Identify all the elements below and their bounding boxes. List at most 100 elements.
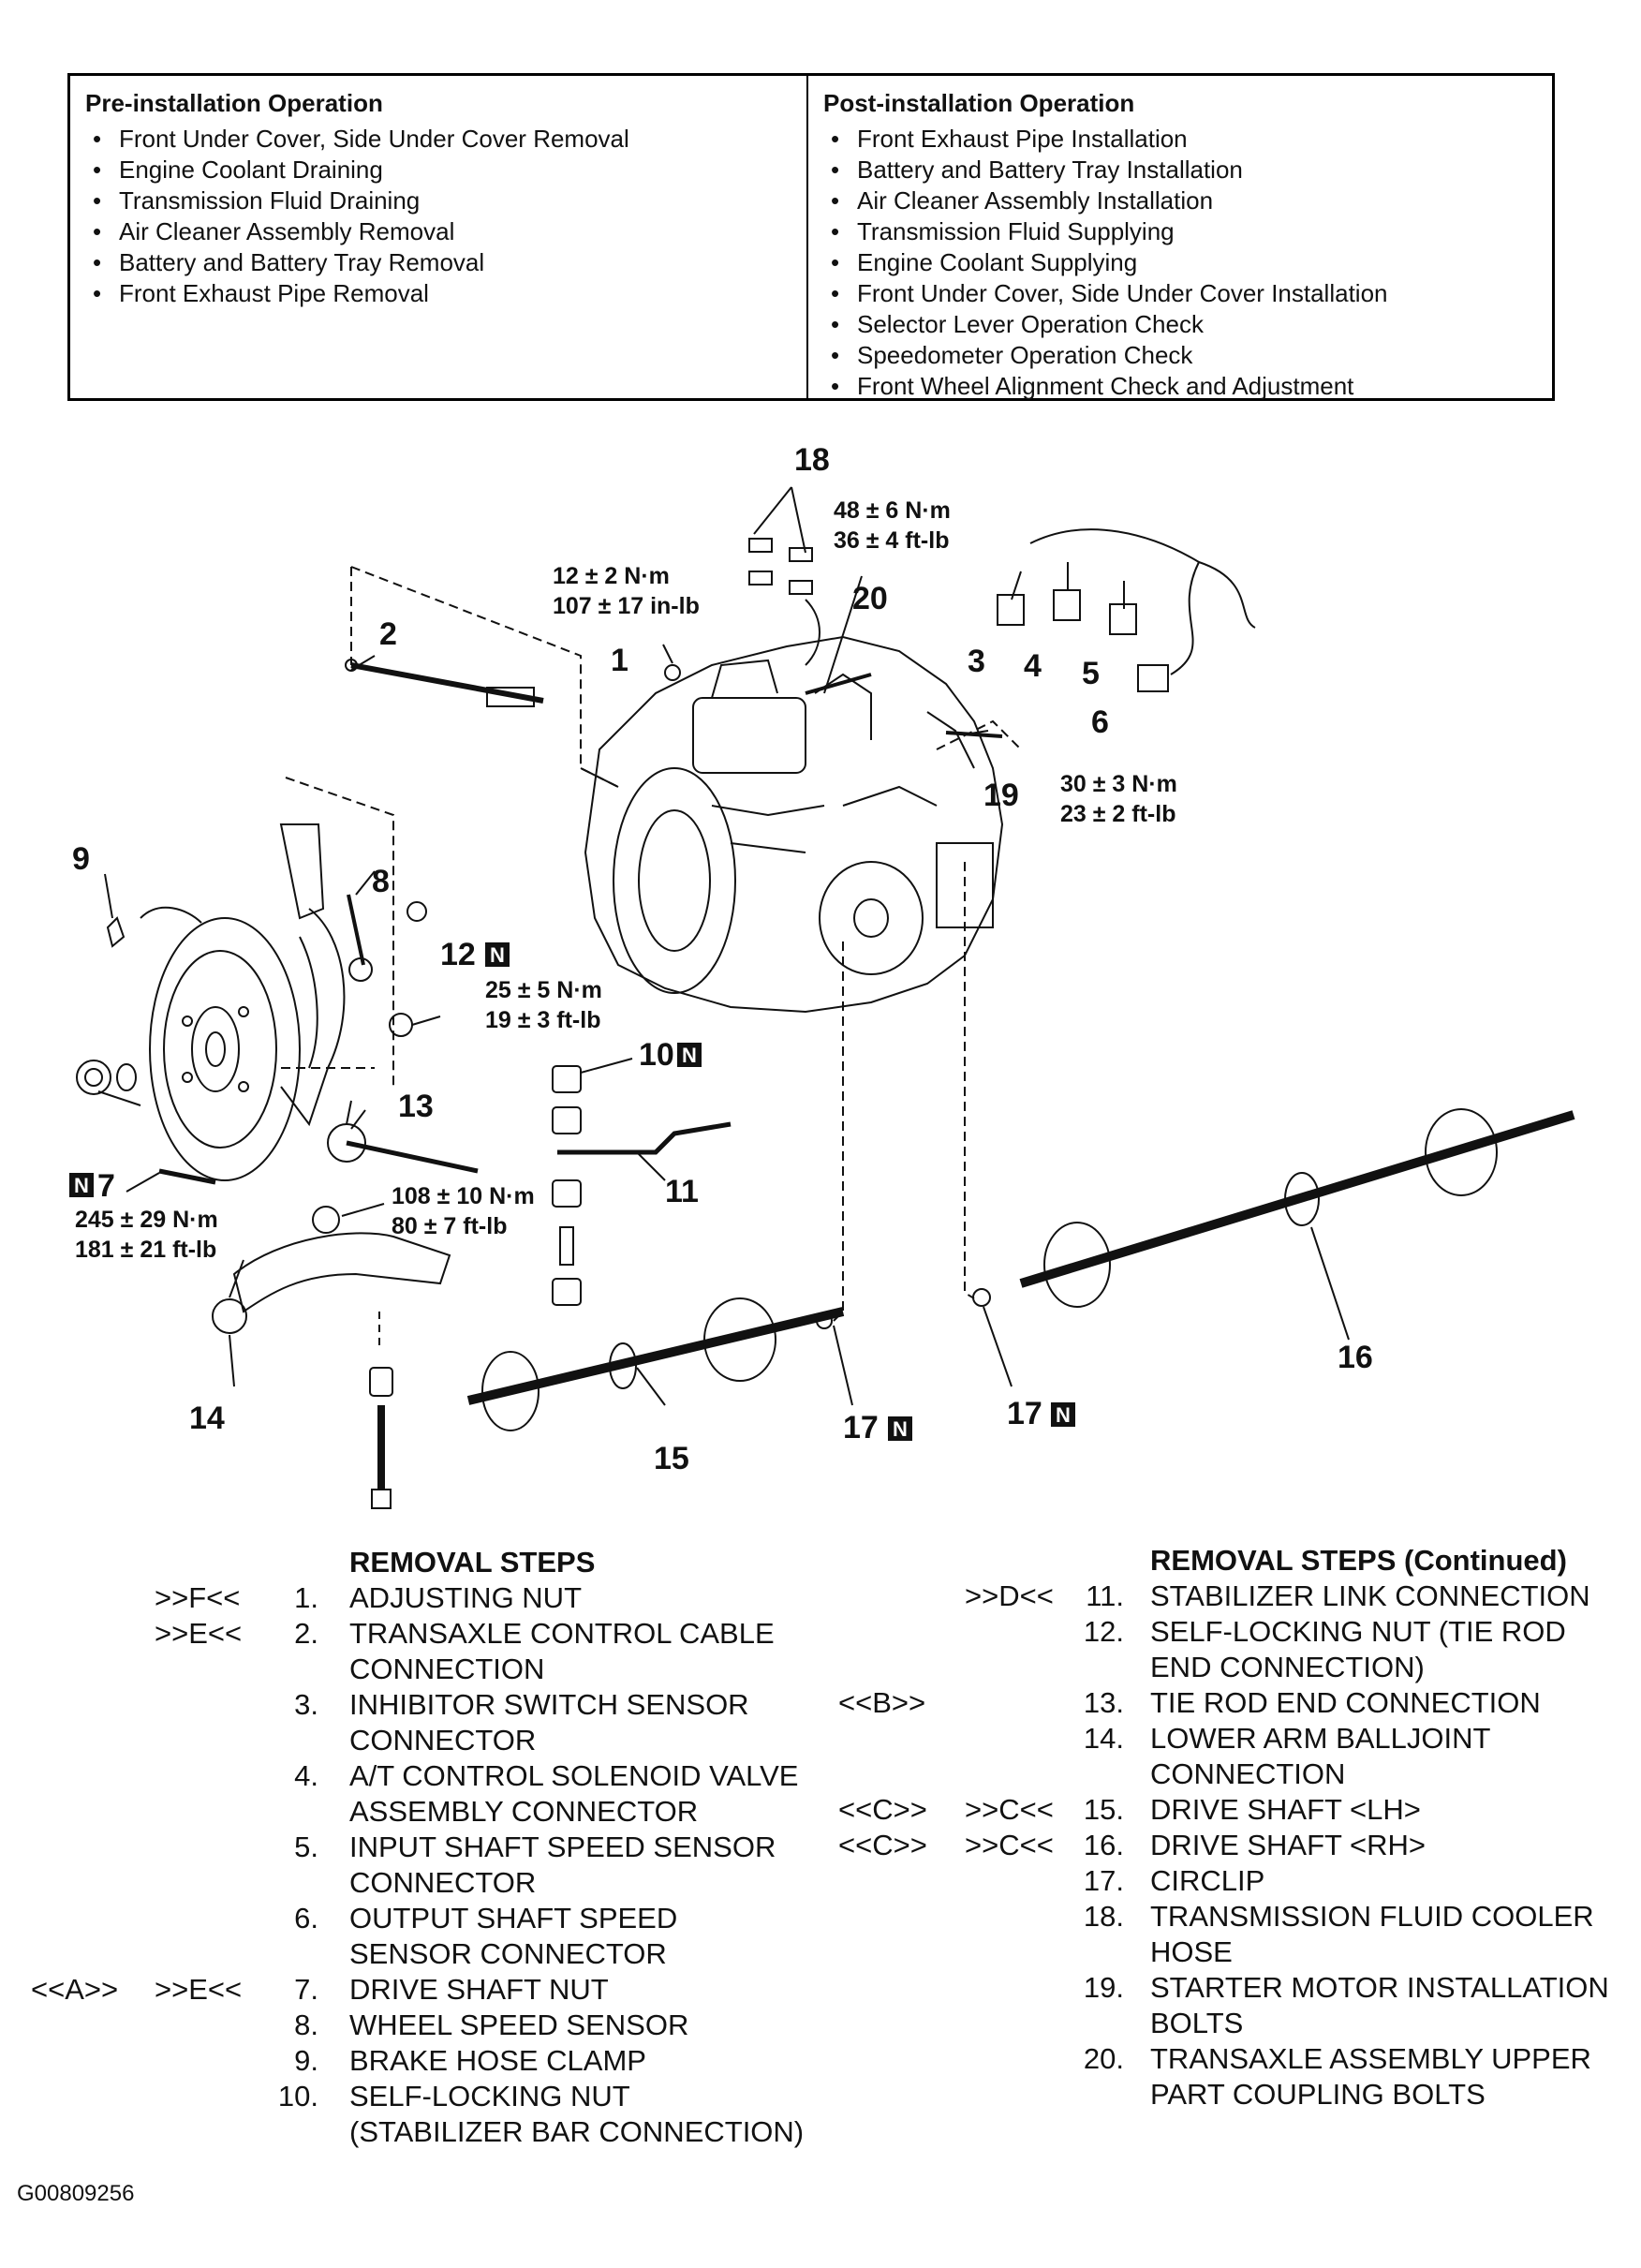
fluid-cooler-hoses [748, 538, 820, 666]
step-text: LOWER ARM BALLJOINT [1150, 1722, 1491, 1755]
pre-installation-heading: Pre-installation Operation [85, 89, 383, 117]
new-part-mark-17-rh: N [1051, 1402, 1075, 1427]
step-text: PART COUPLING BOLTS [1150, 2078, 1486, 2111]
connector-6-icon [1137, 664, 1169, 692]
callout-1: 1 [611, 643, 628, 678]
removal-steps: REMOVAL STEPS >>F<<1.ADJUSTING NUT>>E<<2… [0, 1546, 815, 2164]
list-item: Engine Coolant Draining [85, 155, 791, 185]
step-text: A/T CONTROL SOLENOID VALVE [349, 1759, 799, 1792]
callout-11: 11 [665, 1174, 699, 1209]
step-text: CONNECTOR [349, 1866, 537, 1899]
step-text: WHEEL SPEED SENSOR [349, 2009, 689, 2041]
step-number: 13. [1083, 1686, 1124, 1719]
callout-20: 20 [852, 581, 888, 616]
step-text: SELF-LOCKING NUT [349, 2080, 630, 2112]
step-number: 15. [1083, 1793, 1124, 1826]
list-item: Front Under Cover, Side Under Cover Remo… [85, 124, 791, 155]
step-text: INHIBITOR SWITCH SENSOR [349, 1688, 749, 1721]
pre-installation-column: Pre-installation Operation Front Under C… [70, 76, 808, 398]
callout-9: 9 [72, 841, 90, 877]
callout-15: 15 [654, 1441, 689, 1476]
step-number: 7. [294, 1973, 318, 2006]
step-text: TIE ROD END CONNECTION [1150, 1686, 1541, 1719]
step-text: CONNECTION [1150, 1757, 1346, 1790]
list-item: Front Exhaust Pipe Removal [85, 278, 791, 309]
step-text: BOLTS [1150, 2007, 1244, 2039]
leader-lines [97, 486, 1350, 1406]
step-number: 1. [294, 1581, 318, 1614]
step-text: SENSOR CONNECTOR [349, 1937, 667, 1970]
brake-hose-clamp [106, 906, 202, 948]
steering-knuckle-hub [149, 823, 346, 1181]
post-installation-heading: Post-installation Operation [823, 89, 1135, 117]
torque-1-imp: 107 ± 17 in-lb [553, 593, 700, 619]
step-install-ref: <<B>> [838, 1686, 926, 1719]
callout-6: 6 [1091, 704, 1109, 740]
torque-13-imp: 80 ± 7 ft-lb [392, 1213, 507, 1239]
step-text: CONNECTOR [349, 1724, 537, 1757]
new-part-mark-17-lh-label: N [893, 1417, 908, 1441]
transaxle-control-cable [345, 659, 544, 707]
list-item: Selector Lever Operation Check [823, 309, 1537, 340]
step-number: 3. [294, 1688, 318, 1721]
torque-1-nm: 12 ± 2 N·m [553, 563, 670, 589]
torque-13-nm: 108 ± 10 N·m [392, 1183, 535, 1209]
drive-shaft-lh [466, 1297, 845, 1431]
callout-2: 2 [379, 616, 397, 652]
step-text: ADJUSTING NUT [349, 1581, 582, 1614]
list-item: Air Cleaner Assembly Installation [823, 185, 1537, 216]
wheel-speed-sensor [347, 894, 427, 982]
step-text: END CONNECTION) [1150, 1651, 1425, 1683]
step-text: TRANSAXLE ASSEMBLY UPPER [1150, 2042, 1591, 2075]
step-install-ref: <<A>> [31, 1973, 119, 2006]
post-installation-column: Post-installation Operation Front Exhaus… [808, 76, 1552, 402]
step-number: 11. [1086, 1579, 1124, 1612]
torque-12-nm: 25 ± 5 N·m [485, 977, 602, 1003]
step-text: DRIVE SHAFT NUT [349, 1973, 609, 2006]
connector-3-icon [997, 594, 1025, 626]
step-text: TRANSAXLE CONTROL CABLE [349, 1617, 775, 1650]
step-number: 9. [294, 2044, 318, 2077]
torque-7-nm: 245 ± 29 N·m [75, 1207, 218, 1233]
step-text: STARTER MOTOR INSTALLATION [1150, 1971, 1609, 2004]
callout-18: 18 [794, 442, 830, 478]
step-removal-ref: >>D<< [965, 1579, 1054, 1612]
step-text: STABILIZER LINK CONNECTION [1150, 1579, 1590, 1612]
step-removal-ref: >>E<< [155, 1973, 243, 2006]
lower-arm [212, 1232, 451, 1509]
step-number: 5. [294, 1831, 318, 1863]
step-removal-ref: >>C<< [965, 1829, 1054, 1861]
step-text: BRAKE HOSE CLAMP [349, 2044, 646, 2077]
list-item: Speedometer Operation Check [823, 340, 1537, 371]
list-item: Air Cleaner Assembly Removal [85, 216, 791, 247]
step-number: 10. [277, 2080, 318, 2112]
callout-7: 7 [97, 1168, 115, 1204]
new-part-mark-17-rh-label: N [1056, 1403, 1071, 1427]
coupling-bolts [664, 664, 1003, 738]
stabilizer-link [552, 1065, 732, 1306]
callout-5: 5 [1082, 656, 1100, 691]
step-install-ref: <<C>> [838, 1793, 927, 1826]
post-installation-list: Front Exhaust Pipe Installation Battery … [823, 124, 1537, 402]
step-text: OUTPUT SHAFT SPEED [349, 1902, 678, 1934]
step-number: 16. [1083, 1829, 1124, 1861]
step-number: 14. [1083, 1722, 1124, 1755]
step-number: 4. [294, 1759, 318, 1792]
step-text: SELF-LOCKING NUT (TIE ROD [1150, 1615, 1566, 1648]
step-text: (STABILIZER BAR CONNECTION) [349, 2115, 805, 2148]
list-item: Battery and Battery Tray Installation [823, 155, 1537, 185]
callout-14: 14 [189, 1401, 225, 1436]
torque-19-imp: 23 ± 2 ft-lb [1060, 801, 1175, 827]
new-part-mark-17-lh: N [888, 1416, 912, 1441]
step-install-ref: <<C>> [838, 1829, 927, 1861]
step-number: 19. [1083, 1971, 1124, 2004]
list-item: Battery and Battery Tray Removal [85, 247, 791, 278]
drive-shaft-nut [76, 1060, 216, 1185]
torque-12-imp: 19 ± 3 ft-lb [485, 1007, 600, 1033]
transaxle-housing [580, 635, 1004, 1014]
list-item: Transmission Fluid Draining [85, 185, 791, 216]
callout-3: 3 [968, 644, 985, 679]
step-text: CONNECTION [349, 1653, 545, 1685]
callout-13: 13 [398, 1089, 434, 1124]
step-number: 17. [1083, 1864, 1124, 1897]
